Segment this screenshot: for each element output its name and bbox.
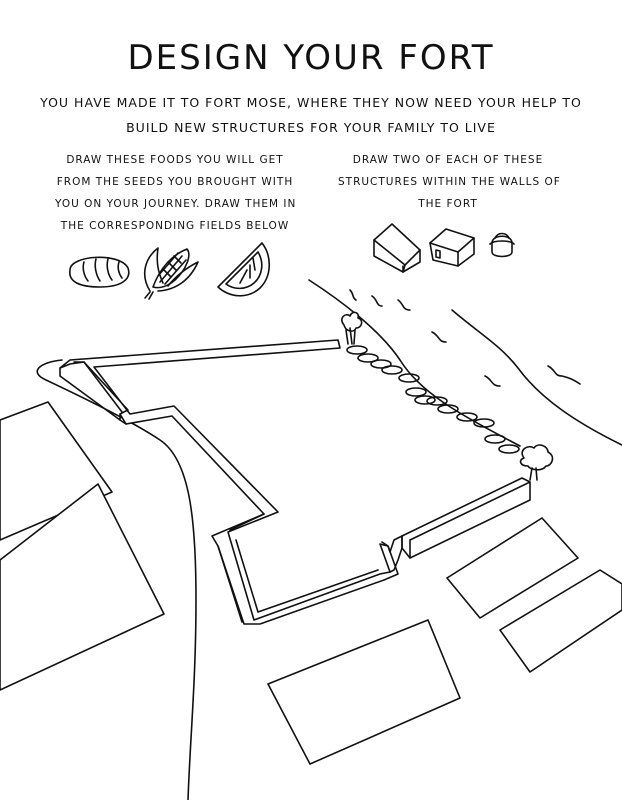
page-title: DESIGN YOUR FORT — [127, 38, 495, 78]
fort-walls — [59, 339, 531, 625]
field-plot-4 — [499, 569, 622, 673]
field-plots — [0, 401, 622, 765]
intro-text: YOU HAVE MADE IT TO FORT MOSE, WHERE THE… — [40, 90, 582, 140]
foods-instruction-line-4: THE CORRESPONDING FIELDS BELOW — [60, 220, 290, 232]
round-hut-icon — [489, 232, 515, 258]
river — [308, 279, 622, 447]
foods-instructions: DRAW THESE FOODS YOU WILL GET FROM THE S… — [55, 149, 295, 237]
structures-instructions: DRAW TWO OF EACH OF THESE STRUCTURES WIT… — [338, 149, 561, 215]
structures-instruction-line-3: THE FORT — [418, 198, 478, 210]
structures-instruction-line-2: STRUCTURES WITHIN THE WALLS OF — [338, 176, 561, 188]
stepping-stones — [346, 345, 520, 454]
structures-instruction-line-1: DRAW TWO OF EACH OF THESE — [352, 154, 544, 166]
field-plot-1 — [0, 401, 113, 541]
foods-instruction-line-3: YOU ON YOUR JOURNEY. DRAW THEM IN — [55, 198, 297, 210]
intro-line-1: YOU HAVE MADE IT TO FORT MOSE, WHERE THE… — [40, 95, 582, 110]
tree-north — [341, 311, 363, 345]
bread-loaf-icon — [69, 256, 130, 288]
house-icon — [429, 228, 475, 267]
field-plot-3 — [446, 517, 579, 619]
foods-instruction-line-2: FROM THE SEEDS YOU BROUGHT WITH — [56, 176, 294, 188]
tree-east — [519, 444, 554, 481]
corn-icon — [143, 247, 199, 300]
footpath — [36, 359, 197, 800]
cabin-icon — [373, 223, 421, 273]
intro-line-2: BUILD NEW STRUCTURES FOR YOUR FAMILY TO … — [126, 120, 496, 135]
field-plot-5 — [267, 619, 461, 765]
field-plot-2 — [0, 483, 165, 691]
foods-instruction-line-1: DRAW THESE FOODS YOU WILL GET — [66, 154, 284, 166]
orange-slice-icon — [217, 242, 271, 297]
